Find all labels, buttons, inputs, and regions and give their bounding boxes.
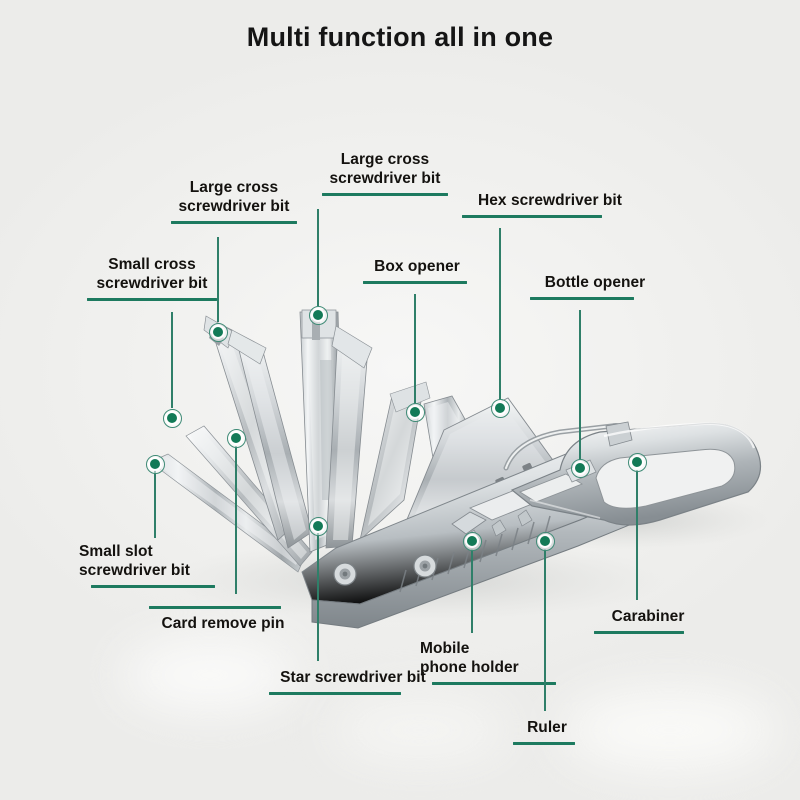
callout-large-cross-screwdriver-bit-2: Large cross screwdriver bit [296,150,474,197]
marker-large-cross-screwdriver-bit-2 [308,305,328,325]
callout-label-large-cross-screwdriver-bit-1: Large cross screwdriver bit [178,179,290,216]
callout-bottle-opener: Bottle opener [524,273,666,301]
marker-card-remove-pin [226,428,246,448]
marker-small-cross-screwdriver-bit [162,408,182,428]
marker-large-cross-screwdriver-bit-1 [208,322,228,342]
callout-label-bottle-opener: Bottle opener [544,274,646,291]
callout-label-ruler: Ruler [527,719,567,736]
callout-small-slot-screwdriver-bit: Small slot screwdriver bit [79,542,239,589]
callout-label-hex-screwdriver-bit: Hex screwdriver bit [478,192,622,209]
callout-underline-small-slot-screwdriver-bit [91,585,215,589]
marker-mobile-phone-holder [462,531,482,551]
callout-underline-ruler [513,742,575,746]
callout-underline-card-remove-pin [149,606,281,609]
marker-carabiner [627,452,647,472]
callout-label-small-slot-screwdriver-bit: Small slot screwdriver bit [79,543,191,580]
callout-underline-carabiner [594,631,684,635]
callout-underline-box-opener [363,281,467,285]
background-texture [560,690,780,770]
callout-label-carabiner: Carabiner [611,608,685,625]
callout-label-star-screwdriver-bit: Star screwdriver bit [280,669,426,686]
callout-underline-star-screwdriver-bit [269,692,401,696]
leader-line-box-opener [414,294,416,404]
callout-star-screwdriver-bit: Star screwdriver bit [263,668,443,696]
callout-label-mobile-phone-holder: Mobile phone holder [420,640,519,677]
marker-bottle-opener [570,458,590,478]
leader-line-ruler [544,549,546,711]
leader-line-small-slot-screwdriver-bit [154,470,156,538]
leader-line-carabiner [636,470,638,600]
background-texture [330,700,510,760]
page-title: Multi function all in one [246,22,554,52]
marker-small-slot-screwdriver-bit [145,454,165,474]
callout-box-opener: Box opener [357,257,477,285]
callout-label-large-cross-screwdriver-bit-2: Large cross screwdriver bit [329,151,441,188]
leader-line-card-remove-pin [235,446,237,594]
leader-line-star-screwdriver-bit [317,533,319,661]
leader-line-hex-screwdriver-bit [499,228,501,400]
callout-label-box-opener: Box opener [374,258,460,275]
callout-underline-bottle-opener [530,297,634,301]
leader-line-large-cross-screwdriver-bit-1 [217,237,219,322]
callout-underline-small-cross-screwdriver-bit [87,298,217,302]
callout-small-cross-screwdriver-bit: Small cross screwdriver bit [63,255,241,302]
callout-ruler: Ruler [507,718,587,746]
callout-label-card-remove-pin: Card remove pin [161,615,285,632]
marker-star-screwdriver-bit [308,516,328,536]
callout-card-remove-pin: Card remove pin [143,606,303,633]
marker-hex-screwdriver-bit [490,398,510,418]
callout-large-cross-screwdriver-bit-1: Large cross screwdriver bit [145,178,323,225]
marker-ruler [535,531,555,551]
callout-underline-mobile-phone-holder [432,682,556,686]
callout-carabiner: Carabiner [588,607,708,635]
callout-hex-screwdriver-bit: Hex screwdriver bit [456,191,644,219]
callout-mobile-phone-holder: Mobile phone holder [420,639,570,686]
marker-box-opener [405,402,425,422]
leader-line-mobile-phone-holder [471,549,473,633]
callout-underline-large-cross-screwdriver-bit-2 [322,193,448,197]
callout-underline-large-cross-screwdriver-bit-1 [171,221,297,225]
leader-line-small-cross-screwdriver-bit [171,312,173,408]
callout-label-small-cross-screwdriver-bit: Small cross screwdriver bit [96,256,208,293]
leader-line-large-cross-screwdriver-bit-2 [317,209,319,306]
leader-line-bottle-opener [579,310,581,460]
callout-underline-hex-screwdriver-bit [462,215,602,219]
